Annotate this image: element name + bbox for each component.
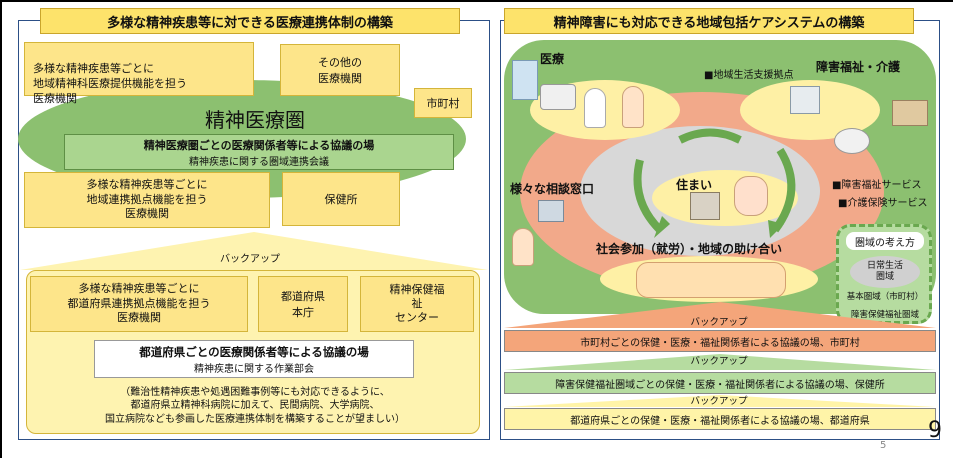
left-title: 多様な精神疾患等に対できる医療連携体制の構築 bbox=[40, 8, 460, 34]
area-council-title: 精神医療圏ごとの医療関係者等による協議の場 bbox=[143, 138, 375, 152]
prefecture-bar: 都道府県ごとの保健・医療・福祉関係者による協議の場、都道府県 bbox=[504, 408, 936, 430]
area-basic-label: 基本圏域（市町村） bbox=[846, 292, 924, 302]
mental-center-box: 精神保健福 祉 センター bbox=[360, 276, 474, 332]
house-icon bbox=[690, 192, 720, 220]
note-text: （難治性精神疾患や処遇困難事例等にも対応できるように、 都道府県立精神科病院に加… bbox=[105, 386, 405, 425]
pref-office-box: 都道府県 本庁 bbox=[258, 276, 348, 332]
wheelchair-icon bbox=[834, 128, 870, 154]
pref-council-box: 都道府県ごとの医療関係者等による協議の場 精神疾患に関する作業部会 bbox=[94, 340, 414, 378]
left-rule bbox=[0, 0, 2, 458]
welfare-care-label: 障害福祉・介護 bbox=[816, 60, 901, 74]
cycle-arrows bbox=[633, 128, 796, 238]
person-icon bbox=[622, 86, 644, 128]
pref-office-label: 都道府県 本庁 bbox=[281, 290, 325, 319]
municipal-bar: 市町村ごとの保健・医療・福祉関係者による協議の場、市町村 bbox=[504, 330, 936, 352]
diverse-regional-box: 多様な精神疾患等ごとに 地域精神科医療提供機能を担う 医療機関 bbox=[24, 42, 254, 105]
area-daily-label: 日常生活 圏域 bbox=[850, 256, 920, 288]
pref-hub-label: 多様な精神疾患等ごとに 都道府県連携拠点機能を担う 医療機関 bbox=[67, 281, 211, 325]
left-backup-label: バックアップ bbox=[220, 253, 280, 265]
facility-icon bbox=[790, 86, 820, 114]
municipality-label: 市町村 bbox=[426, 97, 460, 110]
right-backup-1: バックアップ bbox=[690, 317, 748, 328]
ambulance-icon bbox=[540, 84, 576, 110]
hospital-icon bbox=[512, 60, 538, 100]
psychiatric-area-label: 精神医療圏 bbox=[205, 107, 305, 132]
elderly-icon bbox=[734, 176, 768, 216]
top-rule bbox=[0, 0, 953, 2]
pref-hub-box: 多様な精神疾患等ごとに 都道府県連携拠点機能を担う 医療機関 bbox=[30, 276, 248, 332]
backup-triangle bbox=[20, 232, 488, 270]
page-number-small: 5 bbox=[880, 440, 887, 451]
staff-icon bbox=[512, 228, 534, 266]
medical-label: 医療 bbox=[540, 52, 565, 66]
page-number-large: 9 bbox=[928, 418, 942, 443]
area-welfare-label: 障害保健福祉圏域 bbox=[850, 310, 919, 320]
right-backup-3: バックアップ bbox=[690, 396, 748, 407]
other-institutions-label: その他の 医療機関 bbox=[318, 56, 362, 85]
other-institutions-box: その他の 医療機関 bbox=[280, 44, 400, 96]
backup-shape-1 bbox=[504, 302, 936, 328]
diverse-regional-label: 多様な精神疾患等ごとに 地域精神科医療提供機能を担う 医療機関 bbox=[33, 61, 187, 105]
area-bar: 障害保健福祉圏域ごとの保健・医療・福祉関係者による協議の場、保健所 bbox=[504, 372, 936, 394]
mental-center-label: 精神保健福 祉 センター bbox=[389, 282, 445, 325]
housing-label: 住まい bbox=[676, 178, 713, 192]
consultation-label: 様々な相談窓口 bbox=[510, 182, 595, 196]
doctor-icon bbox=[584, 88, 606, 128]
office-icon bbox=[538, 200, 564, 222]
welfare-service-label: ■障害福祉サービス bbox=[832, 180, 922, 191]
health-center-label: 保健所 bbox=[324, 193, 358, 206]
social-label: 社会参加（就労）・地域の助け合い bbox=[596, 242, 783, 256]
pref-council-title: 都道府県ごとの医療関係者等による協議の場 bbox=[139, 344, 369, 359]
area-council-box: 精神医療圏ごとの医療関係者等による協議の場 精神疾患に関する圏域連携会議 bbox=[64, 134, 454, 170]
municipality-box: 市町村 bbox=[414, 88, 472, 118]
area-council-sub: 精神疾患に関する圏域連携会議 bbox=[189, 156, 329, 168]
housing-circle bbox=[652, 170, 798, 226]
community-icon bbox=[636, 262, 786, 298]
right-backup-2: バックアップ bbox=[690, 356, 748, 367]
care-home-icon bbox=[892, 100, 928, 126]
life-support-label: ■地域生活支援拠点 bbox=[704, 70, 794, 81]
area-concept-title: 圏域の考え方 bbox=[846, 232, 924, 250]
health-center-box: 保健所 bbox=[282, 172, 400, 226]
right-title: 精神障害にも対応できる地域包括ケアシステムの構築 bbox=[504, 8, 914, 34]
pref-council-sub: 精神疾患に関する作業部会 bbox=[194, 363, 314, 375]
backup-shape-3 bbox=[504, 395, 936, 407]
backup-shape-2 bbox=[504, 354, 936, 370]
care-service-label: ■介護保険サービス bbox=[838, 198, 928, 209]
diverse-hub-box: 多様な精神疾患等ごとに 地域連携拠点機能を担う 医療機関 bbox=[24, 172, 270, 228]
diverse-hub-label: 多様な精神疾患等ごとに 地域連携拠点機能を担う 医療機関 bbox=[86, 177, 208, 221]
